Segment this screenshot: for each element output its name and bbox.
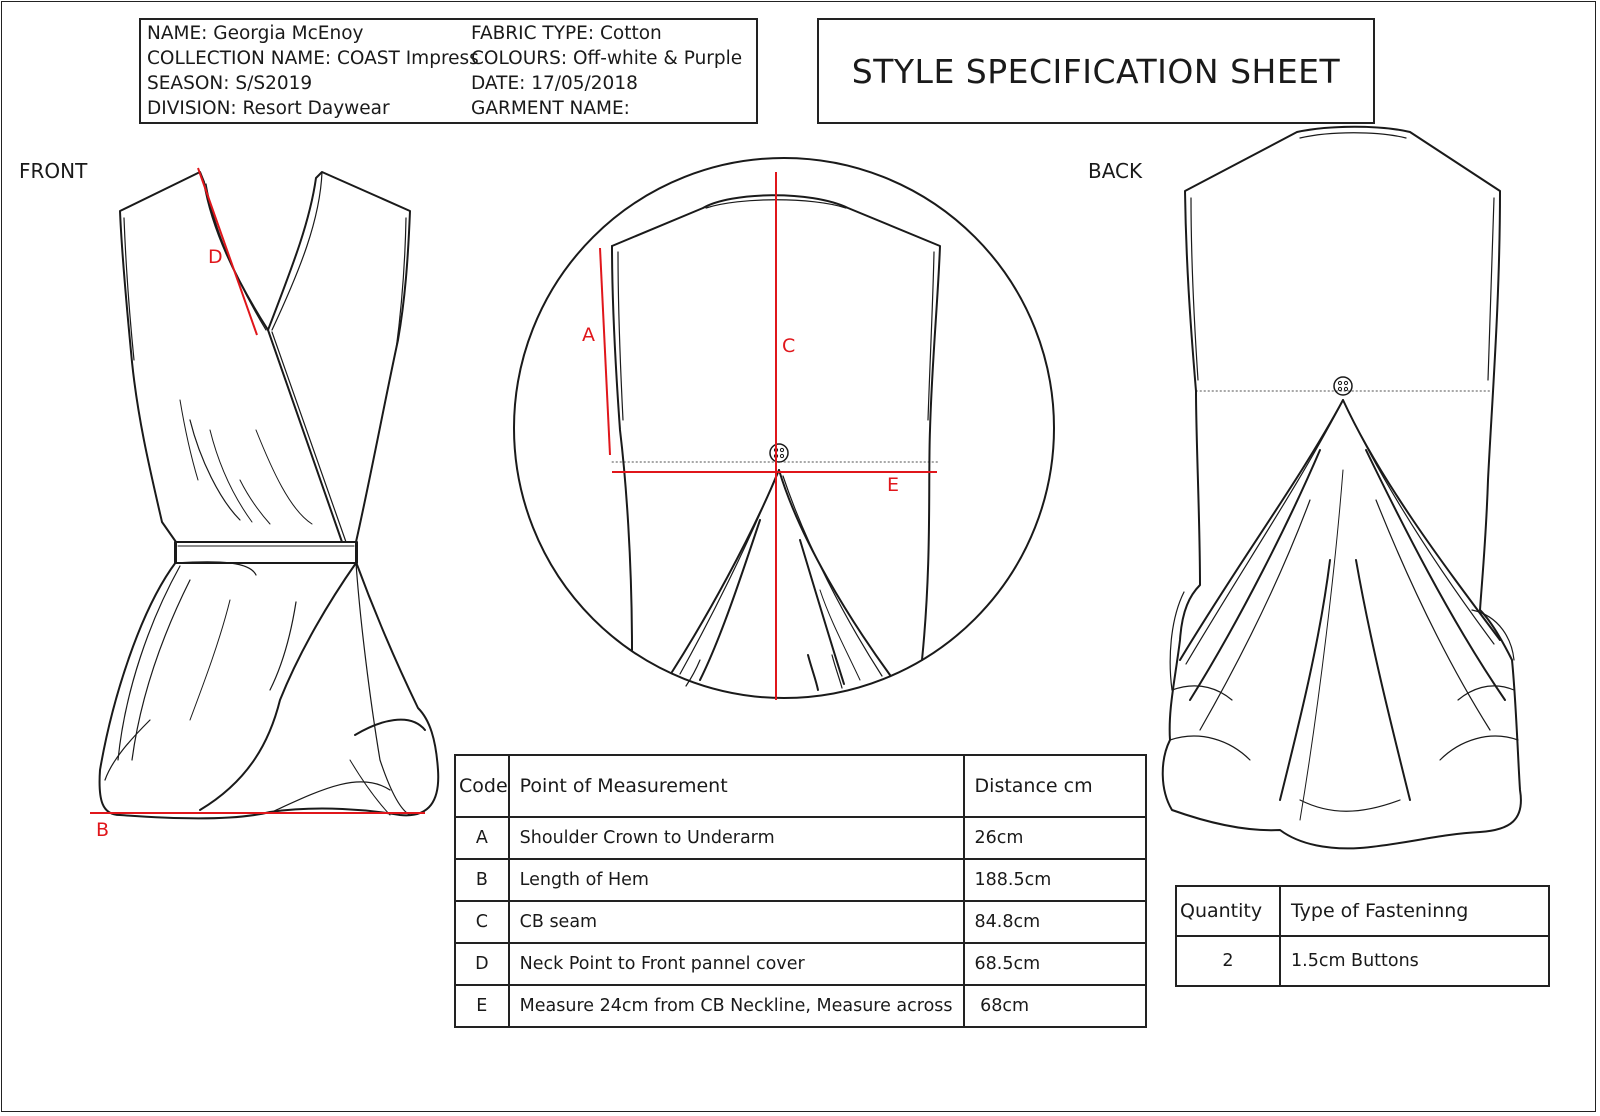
header-fastening-type: Type of Fasteninng [1279, 885, 1550, 937]
fastening-table: Quantity Type of Fasteninng 2 1.5cm Butt… [1175, 885, 1550, 987]
row-code: E [454, 984, 510, 1028]
marker-c: C [782, 335, 795, 357]
header-distance: Distance cm [962, 754, 1148, 818]
table-row: 2 1.5cm Buttons [1175, 935, 1550, 987]
row-point: Length of Hem [507, 858, 965, 902]
marker-d: D [208, 246, 223, 268]
row-point: Neck Point to Front pannel cover [507, 942, 965, 986]
table-row: E Measure 24cm from CB Neckline, Measure… [454, 984, 1148, 1028]
fastening-header-row: Quantity Type of Fasteninng [1175, 885, 1550, 937]
measure-line-d [197, 167, 258, 336]
marker-b: B [96, 819, 109, 841]
row-code: A [454, 816, 510, 860]
row-distance: 68.5cm [962, 942, 1148, 986]
row-code: B [454, 858, 510, 902]
division: DIVISION: Resort Daywear [147, 98, 390, 119]
fabric-type: FABRIC TYPE: Cotton [471, 23, 662, 44]
row-code: C [454, 900, 510, 944]
header-code: Code [454, 754, 510, 818]
season: SEASON: S/S2019 [147, 73, 313, 94]
header-quantity: Quantity [1175, 885, 1281, 937]
collection-name: COLLECTION NAME: COAST Impress [147, 48, 479, 69]
row-distance: 26cm [962, 816, 1148, 860]
table-row: A Shoulder Crown to Underarm 26cm [454, 816, 1148, 860]
measure-line-a [599, 247, 611, 456]
row-point: Measure 24cm from CB Neckline, Measure a… [507, 984, 965, 1028]
row-distance: 68cm [962, 984, 1148, 1028]
back-garment-drawing [1161, 125, 1522, 850]
designer-name: NAME: Georgia McEnoy [147, 23, 364, 44]
header-point: Point of Measurement [507, 754, 965, 818]
measurement-header-row: Code Point of Measurement Distance cm [454, 754, 1148, 818]
back-label: BACK [1088, 159, 1143, 183]
row-point: CB seam [507, 900, 965, 944]
row-quantity: 2 [1175, 935, 1281, 987]
row-distance: 188.5cm [962, 858, 1148, 902]
table-row: B Length of Hem 188.5cm [454, 858, 1148, 902]
marker-a: A [582, 324, 595, 346]
row-point: Shoulder Crown to Underarm [507, 816, 965, 860]
front-label: FRONT [19, 159, 88, 183]
marker-e: E [887, 474, 899, 496]
sheet-title: STYLE SPECIFICATION SHEET [817, 18, 1375, 124]
measurement-lines [90, 167, 937, 814]
front-garment-drawing [98, 171, 440, 820]
colours: COLOURS: Off-white & Purple [471, 48, 743, 69]
measurement-table: Code Point of Measurement Distance cm A … [454, 754, 1148, 1028]
detail-zoom-drawing [513, 157, 1055, 699]
row-fastening-type: 1.5cm Buttons [1279, 935, 1550, 987]
row-distance: 84.8cm [962, 900, 1148, 944]
row-code: D [454, 942, 510, 986]
info-box: NAME: Georgia McEnoy COLLECTION NAME: CO… [139, 18, 758, 124]
table-row: C CB seam 84.8cm [454, 900, 1148, 944]
date: DATE: 17/05/2018 [471, 73, 638, 94]
table-row: D Neck Point to Front pannel cover 68.5c… [454, 942, 1148, 986]
garment-name: GARMENT NAME: [471, 98, 630, 119]
